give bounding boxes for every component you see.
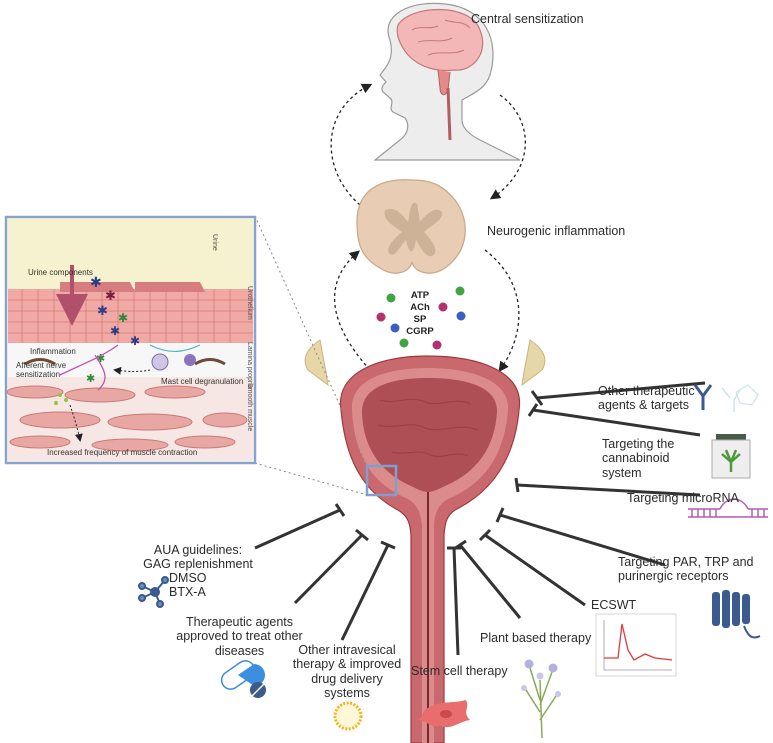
inset-label-afferent-nerve: Afferent nerve sensitization (16, 361, 67, 380)
label-central-sensitization: Central sensitization (471, 12, 584, 26)
inhibition-lines (254, 381, 706, 656)
mediator-list: ATP ACh SP CGRP (405, 290, 435, 338)
inset-label-urine-components: Urine components (28, 268, 93, 277)
mediator-dot (399, 338, 409, 348)
bladder-illustration (304, 339, 546, 743)
label-other-agents: Other therapeutic agents & targets (598, 384, 695, 413)
aua-title: AUA guidelines: (153, 543, 243, 557)
shockwave-graph-icon (595, 613, 677, 677)
inset-label-inflammation: Inflammation (30, 347, 76, 356)
cycle-arrows (330, 83, 526, 373)
flower-plant-icon (521, 659, 561, 739)
mediator-dot (376, 312, 386, 322)
inset-layer-smooth-muscle: Smooth muscle (246, 383, 253, 432)
svg-text:✱: ✱ (110, 324, 120, 338)
svg-text:✱: ✱ (86, 372, 95, 385)
stem-cell-icon (418, 700, 470, 728)
aua-item: BTX-A (169, 585, 206, 599)
pill-tablet-icon (220, 660, 266, 698)
label-neurogenic-inflammation: Neurogenic inflammation (487, 224, 626, 238)
svg-text:✱: ✱ (97, 304, 108, 319)
label-plant-therapy: Plant based therapy (480, 631, 592, 645)
molecule-icon (138, 576, 169, 608)
mediator-cgrp: CGRP (406, 325, 434, 337)
aua-item: GAG replenishment (143, 557, 253, 572)
mediator-dot (455, 286, 465, 296)
aua-guidelines: AUA guidelines: GAG replenishment (133, 543, 263, 572)
mediator-dot (456, 311, 466, 321)
inset-label-mast-cell: Mast cell degranulation (161, 377, 244, 386)
mediator-atp: ATP (410, 290, 430, 301)
zoom-box (365, 464, 398, 497)
mediator-dot (432, 340, 442, 350)
zoom-line-top (254, 215, 368, 467)
label-stem-cell: Stem cell therapy (411, 664, 508, 678)
receptor-icon (712, 590, 761, 639)
cannabis-jar-icon (711, 434, 751, 479)
label-par-trp: Targeting PAR, TRP and purinergic recept… (618, 555, 754, 584)
label-microrna: Targeting microRNA (627, 491, 739, 505)
antibody-icon (693, 384, 759, 412)
mediator-ach: ACh (410, 301, 430, 313)
svg-text:✱: ✱ (130, 334, 140, 348)
spinal-cord-illustration (356, 179, 466, 274)
inset-layer-urine: Urine (211, 234, 218, 251)
liposome-icon (333, 701, 363, 731)
aua-item: DMSO (169, 571, 207, 585)
svg-text:✱: ✱ (105, 289, 116, 304)
inset-label-muscle-contraction: Increased frequency of muscle contractio… (47, 448, 198, 457)
microrna-icon (688, 498, 768, 518)
label-approved-agents: Therapeutic agents approved to treat oth… (176, 615, 303, 658)
zoom-line-bottom (254, 462, 368, 496)
svg-text:✱: ✱ (90, 275, 102, 291)
mediator-dot (438, 302, 448, 312)
label-ecswt: ECSWT (591, 598, 637, 612)
mediator-dot (386, 293, 396, 303)
inset-layer-urothelium: Urothelium (246, 286, 253, 320)
head-illustration (373, 2, 521, 161)
mediator-dots (376, 286, 466, 350)
mediator-dot (390, 323, 400, 333)
svg-text:✱: ✱ (118, 311, 128, 325)
mediator-sp: SP (413, 313, 427, 325)
label-intravesical: Other intravesical therapy & improved dr… (292, 643, 402, 701)
inset-panel: ✱ ✱ ✱ ✱ ✱ ✱ ✱ ✱ (4, 215, 257, 465)
svg-text:✱: ✱ (96, 352, 105, 365)
label-cannabinoid: Targeting the cannabinoid system (602, 437, 675, 480)
